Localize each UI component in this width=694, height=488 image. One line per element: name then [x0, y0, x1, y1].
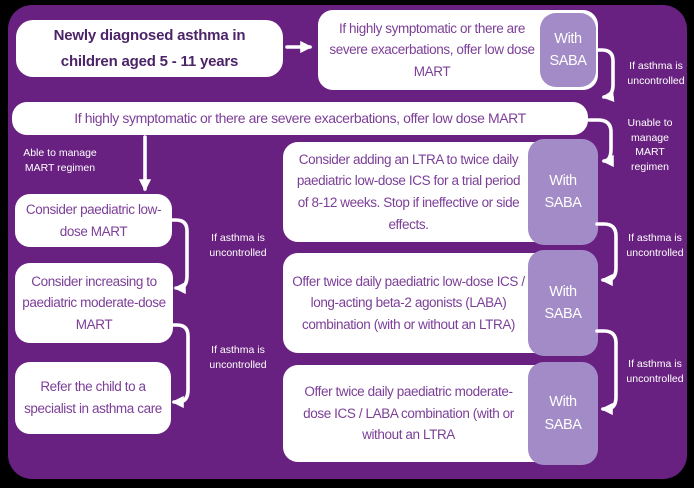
saba-tag-text: With SABA: [544, 283, 582, 322]
node-text: Consider increasing to paediatric modera…: [22, 273, 166, 332]
node-offer-mart-wide: If highly symptomatic or there are sever…: [12, 102, 588, 135]
saba-tag-3: With SABA: [528, 362, 598, 465]
node-text: If highly symptomatic or there are sever…: [74, 110, 526, 127]
label-if-uncontrolled-top: If asthma is uncontrolled: [627, 60, 685, 87]
node-text: Newly diagnosed asthma in children aged …: [53, 27, 246, 70]
label-if-uncontrolled-right-1: If asthma is uncontrolled: [626, 232, 684, 259]
saba-tag-top: With SABA: [540, 13, 596, 87]
label-if-uncontrolled-right-2: If asthma is uncontrolled: [626, 358, 684, 385]
label-unable-manage: Unable to manage MART regimen: [627, 117, 673, 174]
node-text: Offer twice daily paediatric low-dose IC…: [292, 273, 525, 332]
saba-tag-text: With SABA: [549, 30, 587, 69]
node-start: Newly diagnosed asthma in children aged …: [16, 20, 283, 77]
node-refer-specialist: Refer the child to a specialist in asthm…: [15, 362, 171, 434]
node-consider-low-mart: Consider paediatric low-dose MART: [15, 194, 172, 247]
node-text: Consider adding an LTRA to twice daily p…: [296, 151, 521, 232]
label-if-uncontrolled-left-2: If asthma is uncontrolled: [209, 344, 267, 371]
label-if-uncontrolled-left-1: If asthma is uncontrolled: [209, 232, 267, 259]
label-able-manage: Able to manage MART regimen: [23, 147, 97, 174]
node-ics-laba-moderate: Offer twice daily paediatric moderate-do…: [283, 362, 598, 465]
saba-tag-text: With SABA: [544, 172, 582, 211]
node-text: Refer the child to a specialist in asthm…: [24, 379, 162, 416]
saba-tag-2: With SABA: [528, 250, 598, 356]
saba-tag-text: With SABA: [544, 394, 582, 433]
saba-tag-1: With SABA: [528, 139, 598, 245]
node-ltra-trial: Consider adding an LTRA to twice daily p…: [283, 139, 598, 245]
node-text: If highly symptomatic or there are sever…: [329, 20, 535, 79]
node-text: Consider paediatric low-dose MART: [25, 201, 162, 239]
node-text: Offer twice daily paediatric moderate-do…: [303, 384, 514, 443]
node-consider-moderate-mart: Consider increasing to paediatric modera…: [15, 263, 173, 343]
node-ics-laba-low: Offer twice daily paediatric low-dose IC…: [283, 250, 598, 356]
node-offer-mart-top: If highly symptomatic or there are sever…: [318, 10, 598, 90]
